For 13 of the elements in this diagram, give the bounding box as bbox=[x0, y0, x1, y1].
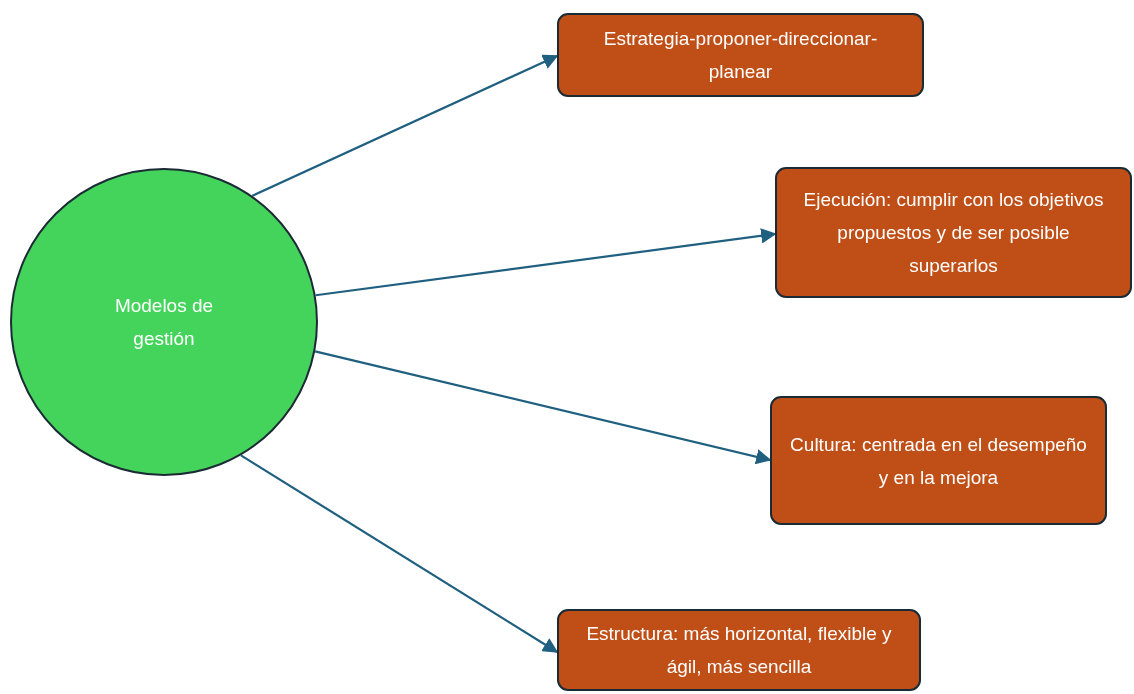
node-label: Estructura: más horizontal, flexible y ágil, más sencilla bbox=[585, 622, 893, 679]
node-label: Modelos de gestión bbox=[113, 294, 215, 351]
arrow bbox=[315, 228, 777, 297]
arrow bbox=[251, 54, 559, 197]
node-label: Cultura: centrada en el desempeño y en la mejora bbox=[789, 432, 1088, 490]
node-label: Ejecución: cumplir con los objetivos propuestos y de ser posible superarlos bbox=[802, 188, 1105, 278]
concept-box bbox=[770, 396, 1107, 525]
node-label: Estrategia-proponer-direccionar-planear bbox=[602, 27, 879, 84]
concept-box bbox=[775, 167, 1132, 298]
concept-box bbox=[557, 609, 921, 691]
arrow bbox=[314, 350, 772, 465]
concept-box bbox=[557, 13, 924, 97]
arrow bbox=[240, 454, 559, 653]
